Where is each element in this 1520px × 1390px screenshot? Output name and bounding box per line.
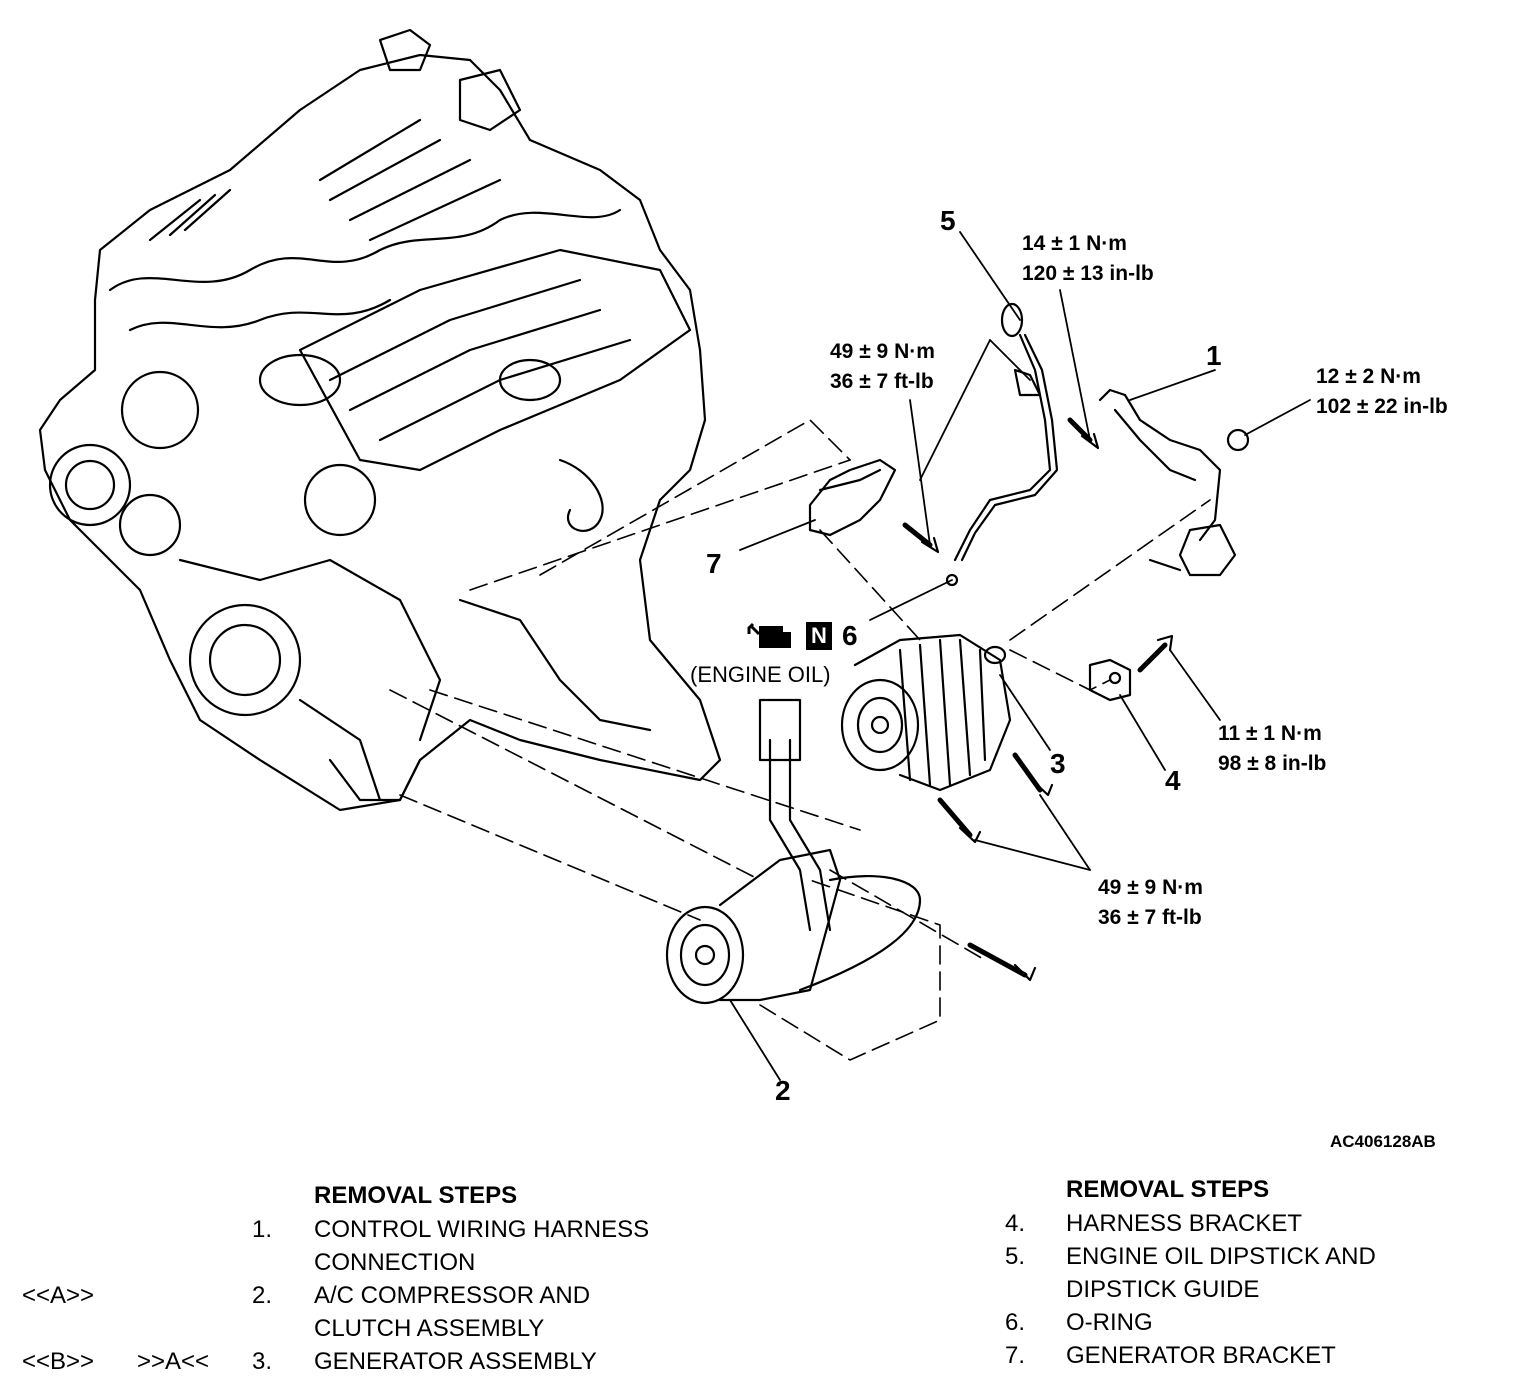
step-number: 1. bbox=[252, 1216, 273, 1243]
label-leaders bbox=[729, 231, 1311, 1081]
step-text-continued: CONNECTION bbox=[314, 1249, 476, 1276]
alignment-lines bbox=[389, 419, 1211, 1061]
step-text-continued: DIPSTICK GUIDE bbox=[1066, 1276, 1260, 1303]
oil-badge-n: N bbox=[806, 622, 832, 650]
step-text: ENGINE OIL DIPSTICK AND bbox=[1066, 1243, 1376, 1270]
removal-step-2-note: <<A>> bbox=[22, 1282, 95, 1309]
part-label-1: 1 bbox=[1206, 340, 1222, 371]
part-label-7: 7 bbox=[706, 548, 722, 579]
engine-block-drawing bbox=[38, 28, 722, 812]
torque-spec-harness-nut: 12 ± 2 N·m 102 ± 22 in-lb bbox=[1316, 365, 1448, 418]
removal-steps-header: REMOVAL STEPS bbox=[314, 1182, 518, 1209]
removal-step-3-note: <<B>> bbox=[22, 1348, 95, 1375]
removal-steps-header: REMOVAL STEPS bbox=[1066, 1176, 1270, 1203]
step-number: 2. bbox=[252, 1282, 273, 1309]
step-text-continued: CLUTCH ASSEMBLY bbox=[314, 1315, 545, 1342]
harness-bracket-drawing bbox=[1088, 634, 1174, 702]
wiring-harness-drawing bbox=[1098, 388, 1250, 577]
figure-code: AC406128AB bbox=[1330, 1132, 1436, 1151]
step-text: HARNESS BRACKET bbox=[1066, 1210, 1303, 1237]
dipstick-drawing bbox=[945, 302, 1100, 587]
step-number: 3. bbox=[252, 1348, 273, 1375]
exploded-engine-diagram bbox=[38, 28, 1311, 1081]
step-number: 7. bbox=[1005, 1342, 1026, 1369]
part-label-2: 2 bbox=[775, 1075, 791, 1106]
step-text: GENERATOR BRACKET bbox=[1066, 1342, 1336, 1369]
removal-step-4: 4. HARNESS BRACKET bbox=[1005, 1210, 1505, 1244]
removal-steps-right: REMOVAL STEPS 4. HARNESS BRACKET 5. ENGI… bbox=[1000, 1172, 1510, 1388]
torque-spec-generator-bolts: 49 ± 9 N·m 36 ± 7 ft-lb bbox=[1098, 876, 1203, 929]
step-number: 4. bbox=[1005, 1210, 1026, 1237]
part-label-5: 5 bbox=[940, 205, 956, 236]
torque-spec-harness-bracket: 11 ± 1 N·m 98 ± 8 in-lb bbox=[1218, 722, 1327, 775]
removal-step-6: 6. O-RING bbox=[1005, 1309, 1505, 1343]
removal-step-1: 1. CONTROL WIRING HARNESS CONNECTION bbox=[252, 1216, 752, 1286]
generator-bracket-drawing bbox=[808, 458, 940, 554]
removal-step-2: 2. A/C COMPRESSOR AND CLUTCH ASSEMBLY bbox=[252, 1282, 752, 1352]
generator-drawing bbox=[840, 633, 1054, 844]
part-label-3: 3 bbox=[1050, 748, 1066, 779]
step-text: A/C COMPRESSOR AND bbox=[314, 1282, 591, 1309]
step-number: 5. bbox=[1005, 1243, 1026, 1270]
ac-compressor-drawing bbox=[665, 698, 1037, 1005]
part-label-4: 4 bbox=[1165, 765, 1181, 796]
step-text: CONTROL WIRING HARNESS bbox=[314, 1216, 650, 1243]
removal-step-3: 3. GENERATOR ASSEMBLY bbox=[252, 1348, 752, 1382]
torque-spec-dipstick-bolt: 14 ± 1 N·m 120 ± 13 in-lb bbox=[1022, 232, 1154, 285]
oil-can-icon bbox=[745, 620, 800, 650]
step-number: 6. bbox=[1005, 1309, 1026, 1336]
removal-step-7: 7. GENERATOR BRACKET bbox=[1005, 1342, 1505, 1376]
removal-step-5: 5. ENGINE OIL DIPSTICK AND DIPSTICK GUID… bbox=[1005, 1243, 1505, 1313]
engine-oil-note: (ENGINE OIL) bbox=[690, 662, 831, 687]
step-text: GENERATOR ASSEMBLY bbox=[314, 1348, 597, 1375]
step-text: O-RING bbox=[1066, 1309, 1153, 1336]
removal-steps-left: REMOVAL STEPS 1. CONTROL WIRING HARNESS … bbox=[0, 1178, 760, 1388]
torque-spec-generator-bracket: 49 ± 9 N·m 36 ± 7 ft-lb bbox=[830, 340, 935, 393]
part-label-6: 6 bbox=[842, 620, 858, 651]
removal-step-3-note-install: >>A<< bbox=[137, 1348, 210, 1375]
